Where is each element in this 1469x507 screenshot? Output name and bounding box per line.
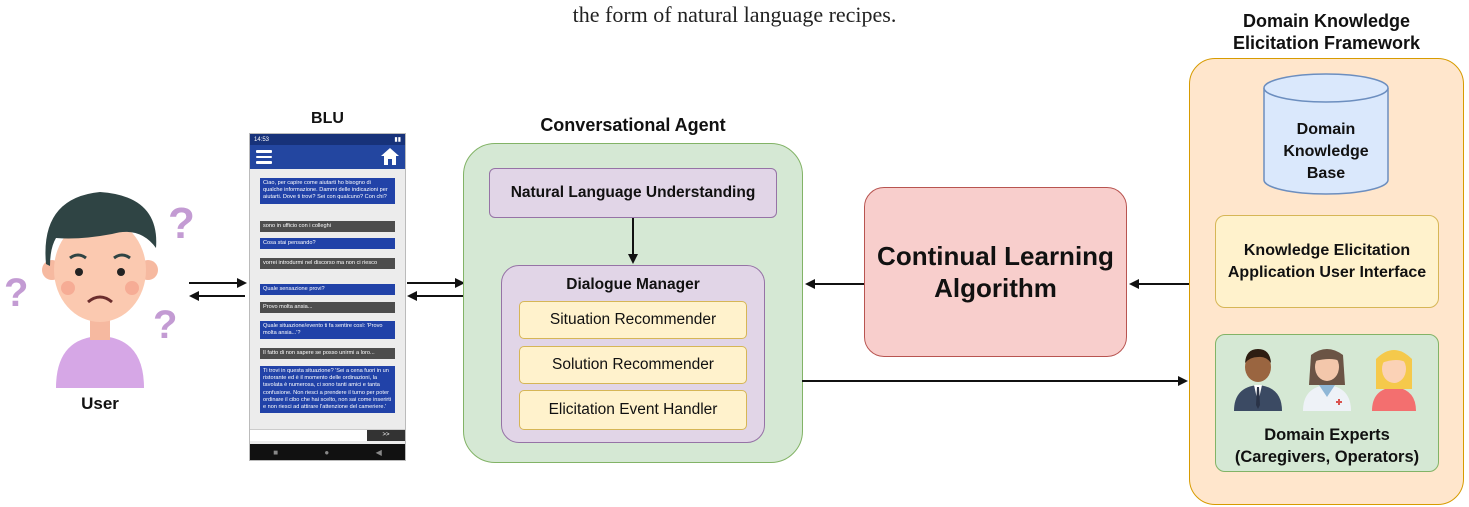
male-expert-icon (1234, 349, 1282, 411)
framework-title-line2: Elicitation Framework (1232, 33, 1421, 53)
battery-icon: ▮▮ (394, 137, 401, 143)
phone-nav-bar: ■ ● ◀ (250, 444, 405, 460)
svg-text:?: ? (153, 303, 177, 347)
user-message: Il fatto di non sapere se posso unirmi a… (260, 348, 395, 360)
elicitation-handler-box: Elicitation Event Handler (519, 390, 747, 430)
situation-recommender-box: Situation Recommender (519, 301, 747, 339)
elicitation-handler-label: Elicitation Event Handler (548, 401, 718, 418)
female-doctor-expert-icon (1303, 349, 1351, 411)
database-icon (1263, 73, 1389, 195)
continual-learning-box: Continual Learning Algorithm (864, 187, 1127, 357)
home-icon[interactable] (380, 147, 400, 166)
arrow-agent-framework (802, 376, 1188, 386)
arrow-nlu-dm (628, 218, 638, 264)
domain-experts-label: Domain Experts (Caregivers, Operators) (1215, 424, 1439, 468)
confused-user-icon: ? ? ? (4, 192, 195, 388)
framework-title-line1: Domain Knowledge (1242, 11, 1410, 31)
arrow-cla-agent (805, 279, 864, 289)
female-expert-icon (1372, 350, 1416, 411)
phone-title: BLU (311, 110, 344, 127)
elicitation-ui-label: Knowledge Elicitation Application User I… (1227, 241, 1427, 281)
send-button[interactable]: >> (367, 430, 405, 441)
bot-message: Quale sensazione provi? (260, 284, 395, 296)
nlu-box: Natural Language Understanding (489, 168, 777, 218)
solution-recommender-label: Solution Recommender (552, 356, 714, 373)
user-label: User (81, 394, 119, 413)
bot-message: Cosa stai pensando? (260, 238, 395, 250)
nlu-label: Natural Language Understanding (510, 184, 756, 201)
bot-message: Ciao, per capire come aiutarti ho bisogn… (260, 178, 395, 204)
bot-message: Ti trovi in questa situazione? 'Sei a ce… (260, 366, 395, 414)
phone-status-bar: 14:53 ▮▮ (250, 134, 405, 145)
solution-recommender-box: Solution Recommender (519, 346, 747, 384)
agent-title: Conversational Agent (540, 115, 726, 135)
dm-title: Dialogue Manager (566, 276, 700, 293)
home-nav-icon[interactable]: ● (324, 447, 330, 457)
domain-experts-title: Domain Experts (1264, 426, 1390, 444)
knowledge-base-label: Domain Knowledge Base (1283, 121, 1369, 182)
elicitation-ui-box: Knowledge Elicitation Application User I… (1215, 215, 1439, 308)
svg-text:?: ? (4, 271, 28, 315)
status-time: 14:53 (254, 136, 270, 143)
situation-recommender-label: Situation Recommender (549, 311, 717, 328)
figure-caption: the form of natural language recipes. (572, 2, 897, 27)
back-icon[interactable]: ◀ (375, 447, 382, 457)
phone-app-bar (250, 145, 405, 169)
arrows-user-phone (189, 278, 247, 301)
arrows-phone-agent (407, 278, 465, 301)
continual-learning-label: Continual Learning Algorithm (877, 241, 1114, 303)
phone-screenshot: 14:53 ▮▮ Ciao, per capire come aiutarti … (249, 133, 406, 461)
recent-apps-icon[interactable]: ■ (273, 447, 279, 457)
chat-input[interactable]: >> (250, 429, 405, 441)
user-message: Provo molta ansia... (260, 302, 395, 314)
menu-icon[interactable] (256, 150, 272, 167)
domain-experts-subtitle: (Caregivers, Operators) (1234, 448, 1420, 466)
svg-text:?: ? (168, 199, 195, 248)
bot-message: Quale situazione/evento ti fa sentire co… (260, 321, 395, 340)
framework-title: Domain Knowledge Elicitation Framework (1189, 10, 1464, 54)
arrow-framework-cla (1129, 279, 1189, 289)
user-message: sono in ufficio con i colleghi (260, 221, 395, 233)
user-message: vorrei introdurmi nel discorso ma non ci… (260, 258, 395, 270)
